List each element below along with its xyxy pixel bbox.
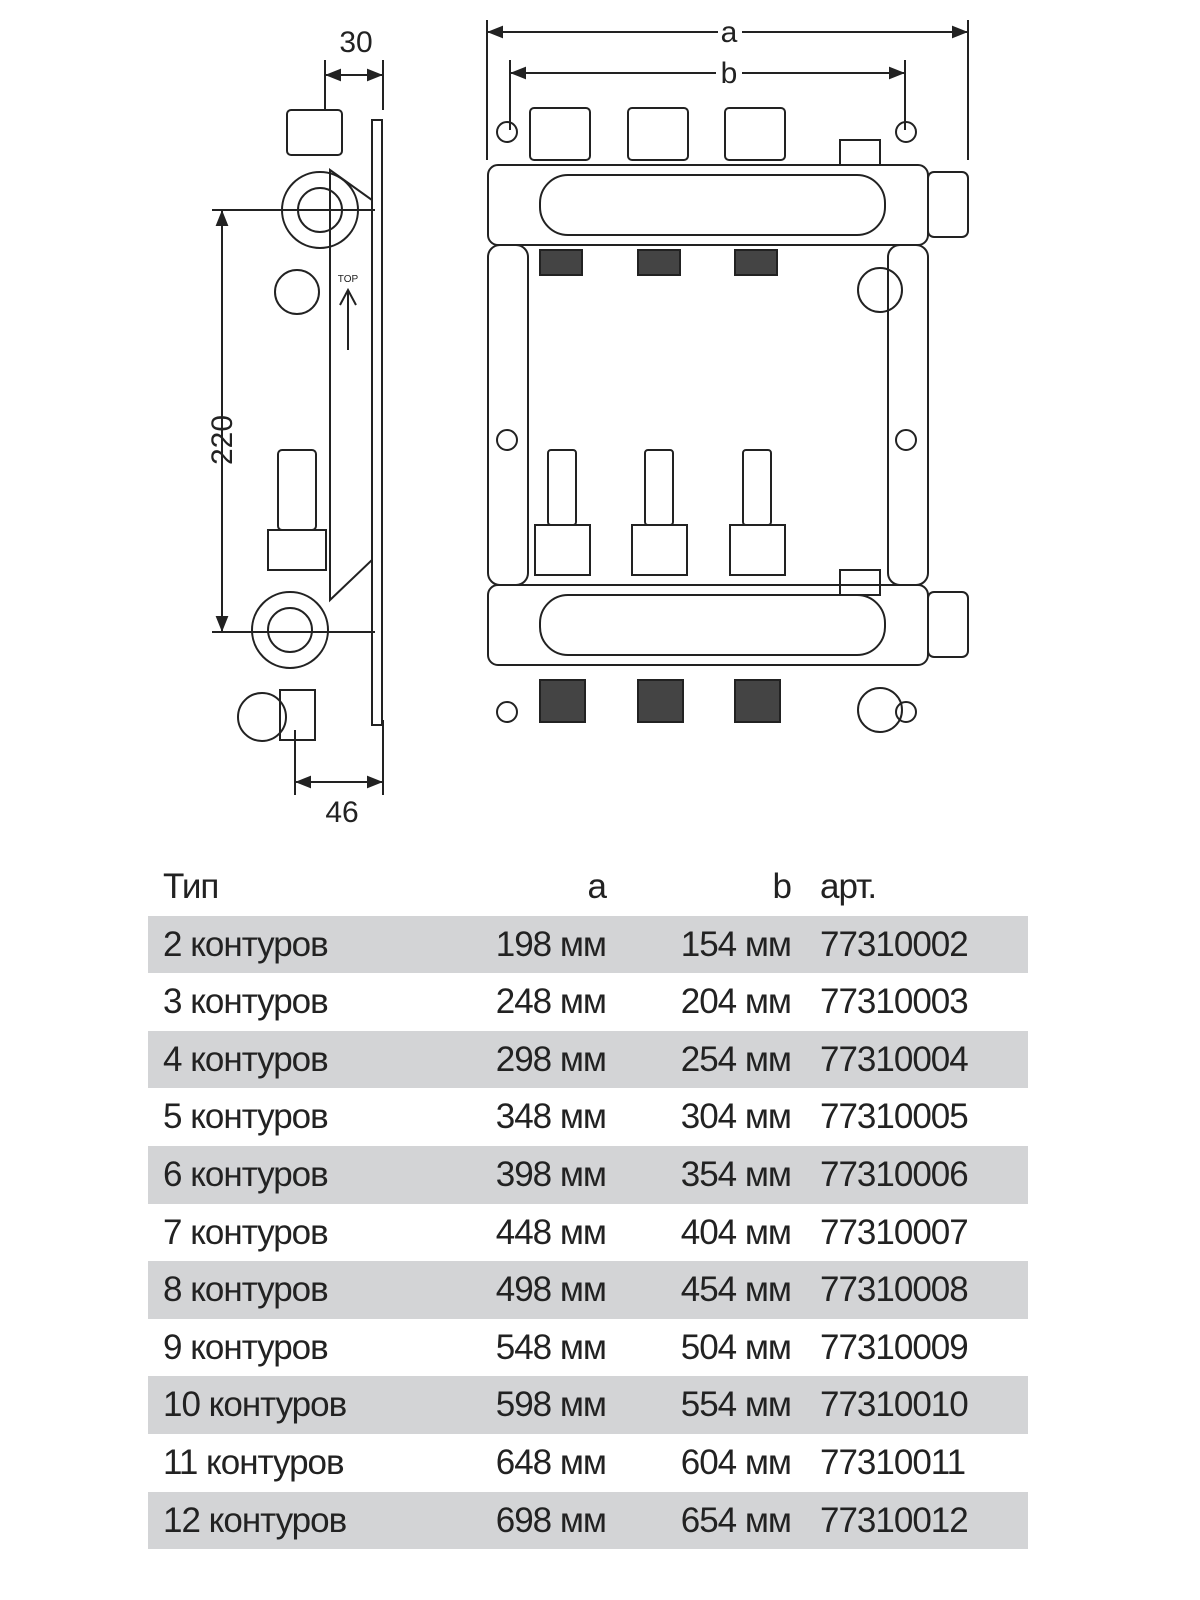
cell-a: 498 мм <box>495 1270 607 1310</box>
dimension-b-label: b <box>721 57 738 90</box>
cell-type: 2 контуров <box>163 924 329 964</box>
cell-a: 698 мм <box>495 1500 607 1540</box>
cell-type: 11 контуров <box>163 1442 345 1482</box>
cell-type: 12 контуров <box>163 1500 347 1540</box>
cell-type: 6 контуров <box>163 1154 329 1194</box>
cell-art: 77310007 <box>820 1212 969 1252</box>
cell-a: 348 мм <box>495 1097 607 1137</box>
cell-art: 77310002 <box>820 924 969 964</box>
cell-b: 604 мм <box>680 1442 792 1482</box>
cell-b: 404 мм <box>680 1212 792 1252</box>
cell-b: 504 мм <box>680 1327 792 1367</box>
cell-art: 77310009 <box>820 1327 969 1367</box>
cell-b: 354 мм <box>680 1154 792 1194</box>
dimension-b <box>509 60 906 130</box>
cell-a: 648 мм <box>495 1442 607 1482</box>
table-row: 5 контуров 348 мм 304 мм 77310005 <box>148 1088 1028 1146</box>
cell-type: 10 контуров <box>163 1385 347 1425</box>
table-row: 8 контуров 498 мм 454 мм 77310008 <box>148 1261 1028 1319</box>
table-row: 12 контуров 698 мм 654 мм 77310012 <box>148 1491 1028 1550</box>
table-row: 4 контуров 298 мм 254 мм 77310004 <box>148 1030 1028 1089</box>
dimension-a-label: a <box>721 16 738 49</box>
cell-a: 448 мм <box>495 1212 607 1252</box>
cell-b: 254 мм <box>680 1039 792 1079</box>
dimension-46-label: 46 <box>325 796 358 829</box>
cell-art: 77310003 <box>820 982 969 1022</box>
header-art: арт. <box>820 867 877 906</box>
table-row: 2 контуров 198 мм 154 мм 77310002 <box>148 915 1028 974</box>
cell-art: 77310010 <box>820 1385 969 1425</box>
cell-a: 398 мм <box>495 1154 607 1194</box>
cell-art: 77310004 <box>820 1039 969 1079</box>
cell-type: 3 контуров <box>163 982 329 1022</box>
cell-a: 598 мм <box>495 1385 607 1425</box>
cell-art: 77310006 <box>820 1154 969 1194</box>
front-view <box>487 107 969 733</box>
cell-type: 5 контуров <box>163 1097 329 1137</box>
table-row: 10 контуров 598 мм 554 мм 77310010 <box>148 1376 1028 1434</box>
cell-art: 77310008 <box>820 1270 969 1310</box>
dimension-30 <box>324 60 384 110</box>
dimension-46 <box>294 720 384 795</box>
cell-type: 9 контуров <box>163 1327 329 1367</box>
cell-a: 198 мм <box>495 924 607 964</box>
header-type: Тип <box>163 867 219 906</box>
side-view <box>237 109 383 742</box>
cell-b: 654 мм <box>680 1500 792 1540</box>
table-row: 7 контуров 448 мм 404 мм 77310007 <box>148 1204 1028 1262</box>
cell-art: 77310012 <box>820 1500 969 1540</box>
header-a: a <box>587 867 607 906</box>
dimensions-table: Тип a b арт. 2 контуров 198 мм 154 мм 77310… <box>148 858 1028 1550</box>
cell-art: 77310011 <box>820 1442 966 1482</box>
cell-a: 548 мм <box>495 1327 607 1367</box>
dimension-a <box>486 20 969 160</box>
table-row: 3 контуров 248 мм 204 мм 77310003 <box>148 973 1028 1031</box>
cell-a: 298 мм <box>495 1039 607 1079</box>
table-row: 11 контуров 648 мм 604 мм 77310011 <box>148 1434 1028 1492</box>
table-row: 9 контуров 548 мм 504 мм 77310009 <box>148 1319 1028 1377</box>
manifold-technical-drawing: 30 220 46 a b TOP <box>206 16 969 829</box>
dimension-30-label: 30 <box>339 26 372 59</box>
cell-a: 248 мм <box>495 982 607 1022</box>
cell-b: 554 мм <box>680 1385 792 1425</box>
cell-b: 204 мм <box>680 982 792 1022</box>
dimension-220 <box>212 209 375 633</box>
table-header: Тип a b арт. <box>148 858 1028 916</box>
cell-b: 454 мм <box>680 1270 792 1310</box>
header-b: b <box>772 867 792 906</box>
dimension-220-label: 220 <box>206 415 239 465</box>
cell-type: 4 контуров <box>163 1039 329 1079</box>
cell-b: 304 мм <box>680 1097 792 1137</box>
cell-type: 7 контуров <box>163 1212 329 1252</box>
cell-type: 8 контуров <box>163 1270 329 1310</box>
top-mark: TOP <box>338 274 359 285</box>
table-row: 6 контуров 398 мм 354 мм 77310006 <box>148 1145 1028 1204</box>
cell-art: 77310005 <box>820 1097 969 1137</box>
cell-b: 154 мм <box>680 924 792 964</box>
